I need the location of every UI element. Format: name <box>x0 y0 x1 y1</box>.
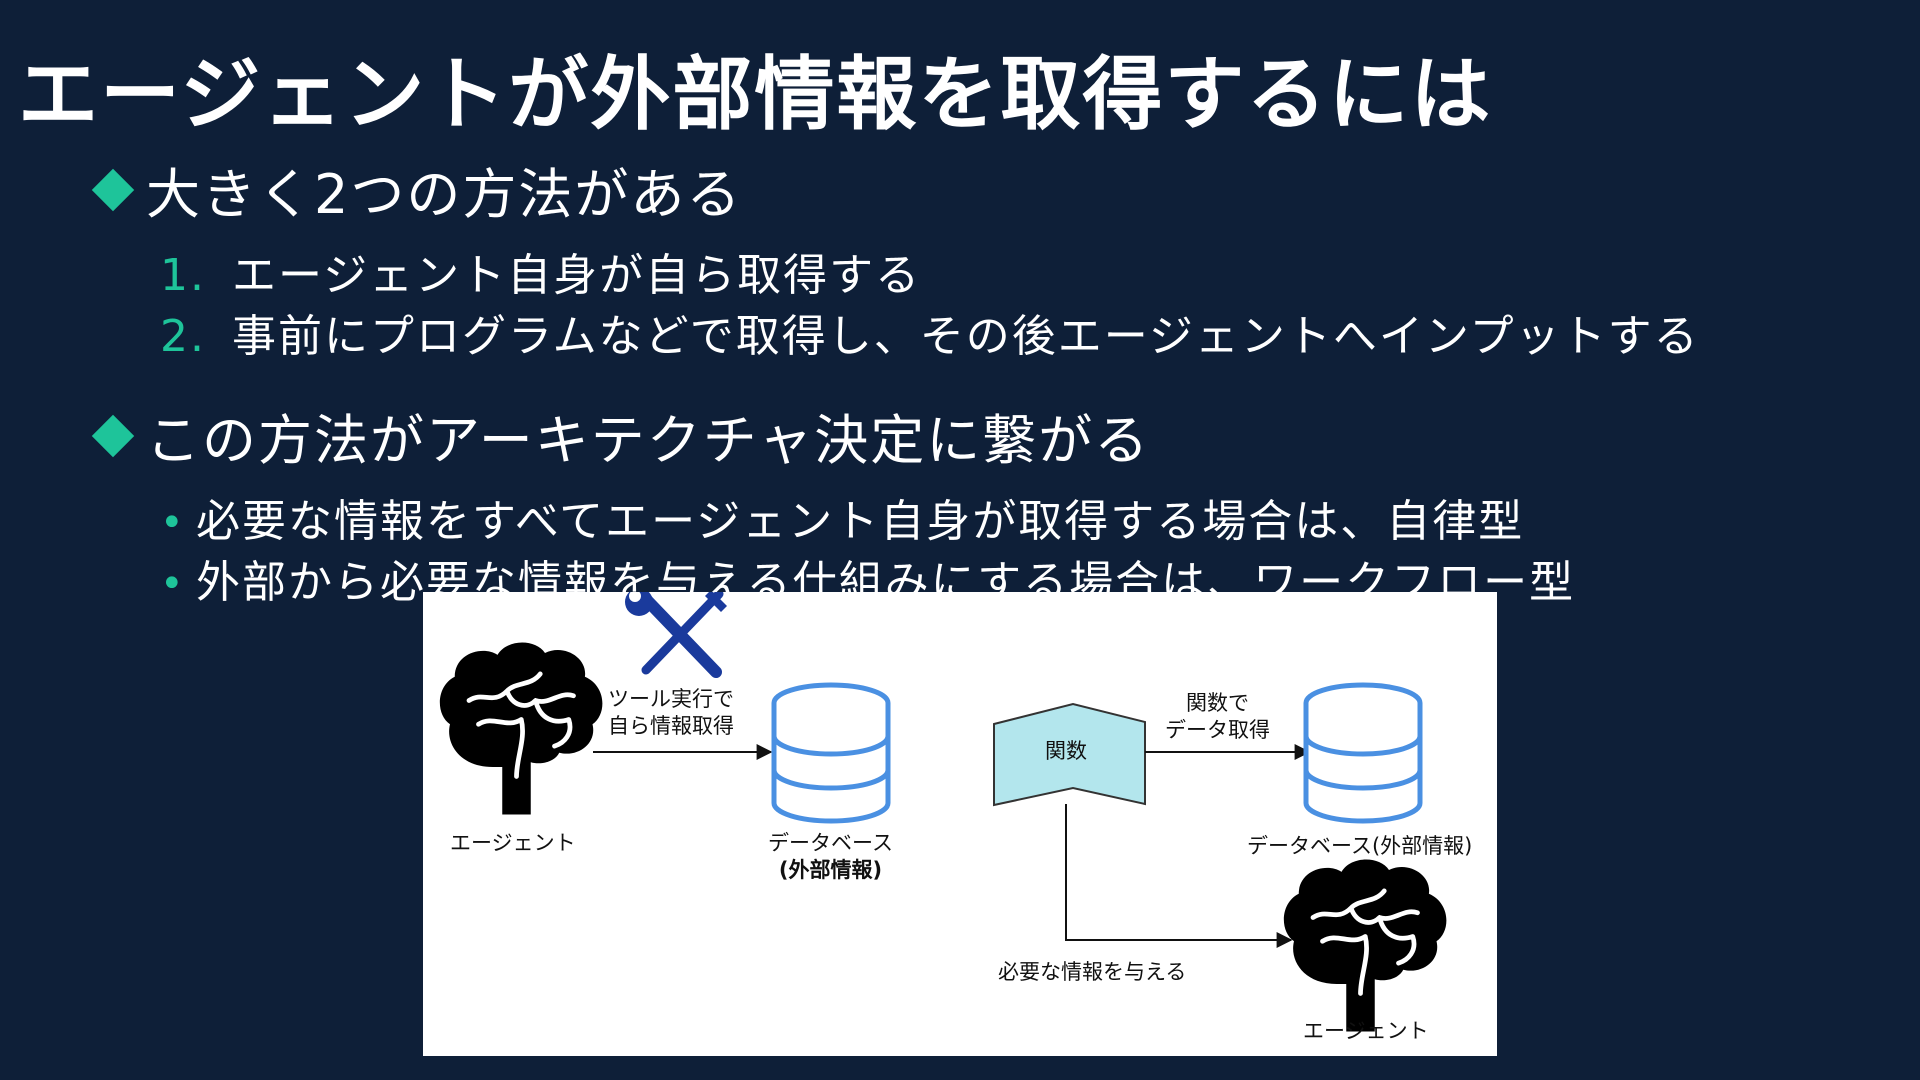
brain-icon <box>1284 860 1447 1032</box>
fetch-label: 関数で データ取得 <box>1165 690 1270 744</box>
give-info-label: 必要な情報を与える <box>998 960 1187 984</box>
agent-label: エージェント <box>450 831 576 855</box>
tools-icon <box>625 592 727 678</box>
function-box <box>993 702 1146 807</box>
list-item-text: 事前にプログラムなどで取得し、その後エージェントへインプットする <box>232 311 1700 362</box>
section-architecture: この方法がアーキテクチャ決定に繋がる • 必要な情報をすべてエージェント自身が取… <box>91 396 1575 608</box>
section-heading: この方法がアーキテクチャ決定に繋がる <box>146 409 1151 472</box>
bullet-list: • 必要な情報をすべてエージェント自身が取得する場合は、自律型 • 外部から必要… <box>92 485 1575 608</box>
fetch-label-line: 関数で <box>1186 691 1249 715</box>
database-icon <box>1306 685 1420 821</box>
brain-icon <box>440 643 603 815</box>
list-item: 2. 事前にプログラムなどで取得し、その後エージェントへインプットする <box>92 300 1700 362</box>
database-label-line: データベース <box>768 831 893 855</box>
slide-title: エージェントが外部情報を取得するには <box>18 48 1493 141</box>
bullet-dot: • <box>160 561 186 607</box>
arrow-give-info <box>1065 804 1293 948</box>
database-label-line: (外部情報) <box>778 858 883 882</box>
diamond-bullet-icon <box>91 414 135 457</box>
numbered-list: 1. エージェント自身が自ら取得する 2. 事前にプログラムなどで取得し、その後… <box>92 239 1700 362</box>
section-heading: 大きく2つの方法がある <box>146 163 743 226</box>
section-heading-row: 大きく2つの方法がある <box>91 150 1700 229</box>
list-item: 1. エージェント自身が自ら取得する <box>92 239 1700 301</box>
list-number: 1. <box>160 250 206 301</box>
database-icon <box>774 685 888 821</box>
fetch-label-line: データ取得 <box>1165 718 1270 742</box>
diamond-bullet-icon <box>91 168 135 211</box>
diagram-graphics <box>423 592 1497 1056</box>
database-label: データベース(外部情報) <box>1247 834 1473 858</box>
tool-label-line: 自ら情報取得 <box>608 714 734 738</box>
agent-label: エージェント <box>1303 1019 1429 1043</box>
list-number: 2. <box>160 311 206 362</box>
section-methods: 大きく2つの方法がある 1. エージェント自身が自ら取得する 2. 事前にプログ… <box>91 150 1700 362</box>
database-label: データベース (外部情報) <box>768 830 893 884</box>
tool-label-line: ツール実行で <box>608 687 734 711</box>
section-heading-row: この方法がアーキテクチャ決定に繋がる <box>91 396 1575 475</box>
list-item: • 必要な情報をすべてエージェント自身が取得する場合は、自律型 <box>92 485 1575 547</box>
bullet-dot: • <box>160 500 186 546</box>
list-item-text: 必要な情報をすべてエージェント自身が取得する場合は、自律型 <box>196 496 1525 547</box>
list-item-text: エージェント自身が自ら取得する <box>232 250 922 301</box>
function-label: 関数 <box>1045 739 1087 763</box>
architecture-diagram: ツール実行で 自ら情報取得 エージェント データベース (外部情報) 関数 関数… <box>423 592 1497 1056</box>
tool-label: ツール実行で 自ら情報取得 <box>608 686 734 740</box>
